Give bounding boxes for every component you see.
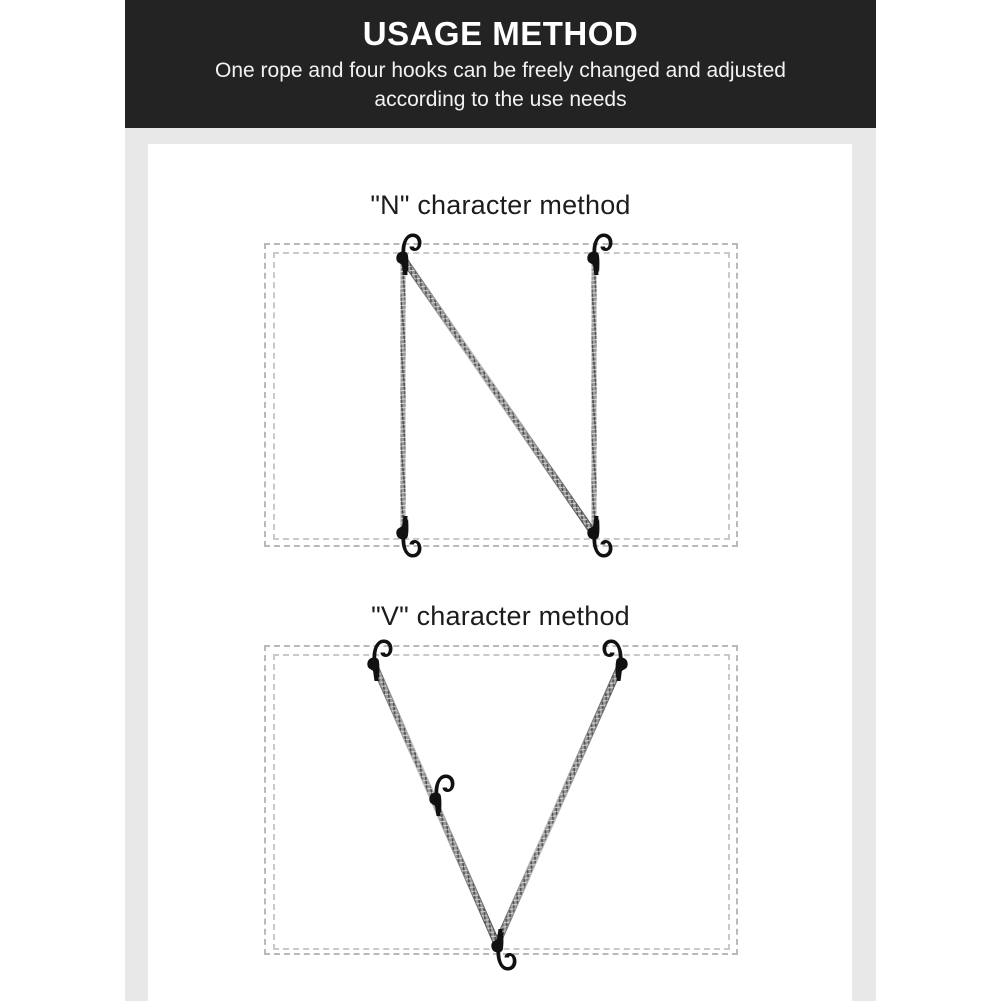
n-method-hook-top-left-icon (381, 225, 425, 277)
section-title-n-method: "N" character method (370, 190, 631, 220)
page-title: USAGE METHOD (362, 15, 639, 52)
header-subtitle: One rope and four hooks can be freely ch… (215, 59, 786, 111)
n-method-hook-bottom-left-icon (381, 514, 425, 566)
header-banner: USAGE METHOD One rope and four hooks can… (125, 0, 876, 128)
v-method-hook-middle-icon (414, 766, 458, 818)
v-method-boundary-inner (273, 654, 730, 950)
n-method-boundary-inner (273, 252, 730, 540)
v-method-boundary-outer (264, 645, 738, 955)
n-method-boundary-outer (264, 243, 738, 547)
section-title-v-method: "V" character method (371, 601, 630, 631)
v-method-hook-bottom-icon (476, 927, 520, 979)
n-method-hook-bottom-right-icon (572, 514, 616, 566)
v-method-hook-top-left-icon (352, 631, 396, 683)
v-method-hook-top-right-icon (599, 631, 643, 683)
n-method-hook-top-right-icon (572, 225, 616, 277)
